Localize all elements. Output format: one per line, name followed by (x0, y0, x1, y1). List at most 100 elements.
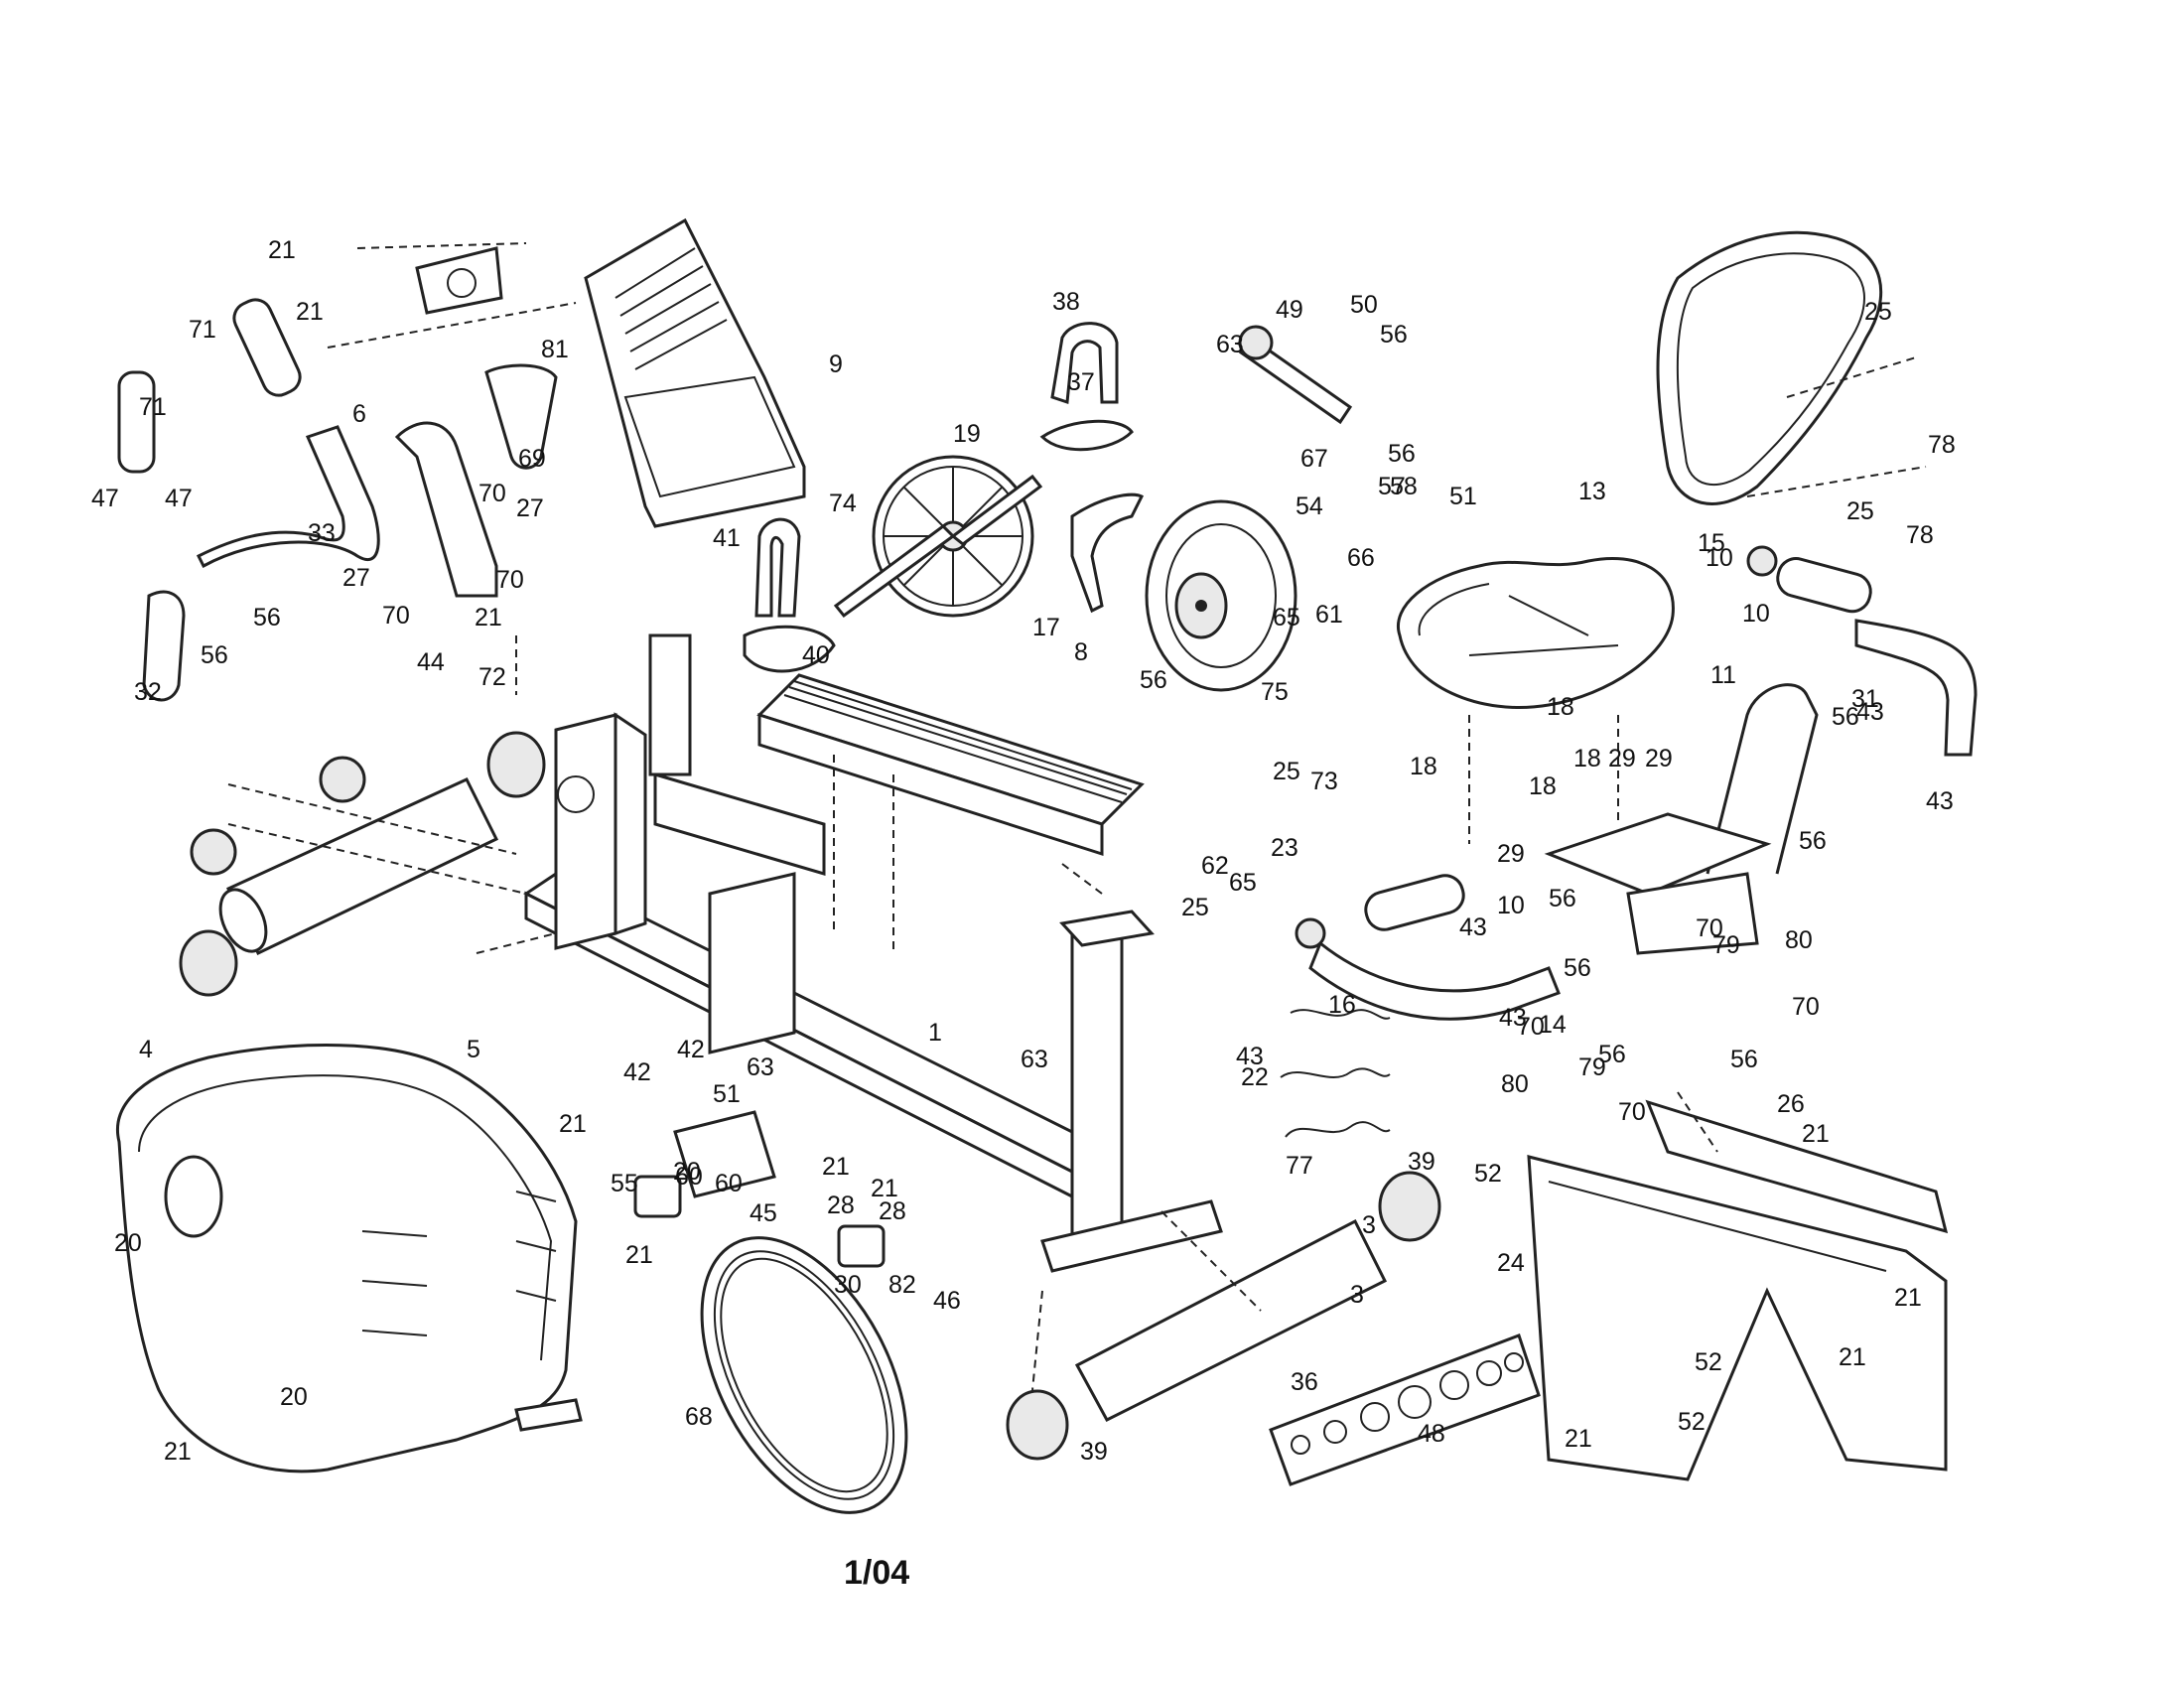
part-label-48: 48 (1418, 1420, 1445, 1448)
left-shroud-part-4-5 (116, 1044, 583, 1474)
part-label-15: 15 (1698, 529, 1725, 557)
part-label-43: 43 (1236, 1043, 1264, 1070)
part-label-56: 56 (1799, 827, 1827, 855)
part-label-61: 61 (1315, 601, 1343, 629)
pedal-part-37 (1039, 419, 1134, 452)
part-label-21: 21 (164, 1438, 192, 1466)
part-label-10: 10 (1742, 600, 1770, 628)
wire-part-16 (1290, 1009, 1391, 1020)
handle-bar-part-31 (1854, 619, 1978, 757)
pedal-strap-part-41 (754, 517, 801, 618)
bracket-plate-part-6 (415, 246, 503, 315)
part-label-40: 40 (802, 641, 830, 669)
part-label-63: 63 (1216, 331, 1244, 358)
water-bottle-holder-part-69 (484, 363, 558, 470)
pedal-strap-part-38 (1050, 322, 1119, 405)
drive-belt-part-68 (700, 1236, 908, 1514)
part-label-29: 29 (1645, 745, 1673, 772)
part-label-25: 25 (1864, 298, 1892, 326)
part-label-30: 30 (834, 1271, 862, 1299)
seat-back-part-13 (1656, 230, 1883, 505)
main-frame-part-1 (523, 633, 1223, 1273)
part-label-51: 51 (713, 1080, 741, 1108)
grip-part-71-right (232, 298, 302, 397)
part-label-45: 45 (750, 1199, 777, 1227)
part-label-71: 71 (189, 316, 216, 344)
part-label-60: 60 (675, 1163, 703, 1191)
motor-part-55 (633, 1175, 682, 1218)
part-label-63: 63 (1021, 1046, 1048, 1073)
part-label-39: 39 (1408, 1148, 1435, 1176)
end-cap-part-42-lower (179, 929, 238, 997)
part-label-63: 63 (747, 1053, 774, 1081)
part-label-26: 26 (1777, 1090, 1805, 1118)
part-label-18: 18 (1547, 693, 1574, 721)
part-label-33: 33 (308, 519, 336, 547)
bearing-kit-part-48 (1269, 1333, 1541, 1486)
part-label-58: 58 (1390, 473, 1418, 500)
part-label-21: 21 (475, 604, 502, 632)
part-label-62: 62 (1201, 852, 1229, 880)
part-label-31: 31 (1851, 685, 1879, 713)
part-label-3: 3 (1350, 1281, 1364, 1309)
part-label-25: 25 (1181, 894, 1209, 921)
part-label-21: 21 (1894, 1284, 1922, 1312)
part-label-73: 73 (1310, 768, 1338, 795)
part-label-10: 10 (1497, 892, 1525, 919)
part-label-27: 27 (342, 564, 370, 592)
part-label-49: 49 (1276, 296, 1303, 324)
wheel-part-75-lower (190, 828, 237, 876)
part-label-78: 78 (1928, 431, 1956, 459)
part-label-79: 79 (1578, 1053, 1606, 1081)
part-label-56: 56 (1598, 1041, 1626, 1068)
part-label-47: 47 (91, 485, 119, 512)
part-label-54: 54 (1296, 492, 1323, 520)
part-label-43: 43 (1459, 913, 1487, 941)
part-label-52: 52 (1678, 1408, 1706, 1436)
part-label-56: 56 (1549, 885, 1576, 912)
part-label-43: 43 (1856, 698, 1884, 726)
part-label-75: 75 (1261, 678, 1289, 706)
part-label-81: 81 (541, 336, 569, 363)
part-label-38: 38 (1052, 288, 1080, 316)
part-label-80: 80 (1785, 926, 1813, 954)
part-label-21: 21 (559, 1110, 587, 1138)
part-label-28: 28 (879, 1197, 906, 1225)
part-label-21: 21 (871, 1175, 898, 1202)
part-label-41: 41 (713, 524, 741, 552)
revision-code: 1/04 (844, 1554, 909, 1592)
part-label-52: 52 (1695, 1348, 1722, 1376)
part-label-52: 52 (1474, 1160, 1502, 1188)
end-cap-part-39-upper (1378, 1171, 1441, 1242)
seat-part-12 (1397, 556, 1675, 710)
part-label-66: 66 (1347, 544, 1375, 572)
part-label-22: 22 (1241, 1063, 1269, 1091)
part-label-69: 69 (518, 445, 546, 473)
end-cap-part-39-lower (1006, 1389, 1069, 1461)
part-label-65: 65 (1229, 869, 1257, 897)
part-label-70: 70 (1792, 993, 1820, 1021)
right-shroud-part-24-26 (1527, 1099, 1949, 1481)
sensor-part-30 (837, 1224, 886, 1268)
part-label-56: 56 (201, 641, 228, 669)
part-label-3: 3 (1362, 1211, 1376, 1239)
part-label-20: 20 (114, 1229, 142, 1257)
end-cap-part-15-lower (1295, 917, 1326, 949)
part-label-23: 23 (1271, 834, 1298, 862)
part-label-56: 56 (1564, 954, 1591, 982)
part-label-20: 20 (280, 1383, 308, 1411)
part-label-11: 11 (1710, 661, 1736, 689)
part-label-29: 29 (1497, 840, 1525, 868)
seat-rail-part-7 (756, 673, 1145, 857)
wire-part-77 (1285, 1121, 1391, 1138)
part-label-21: 21 (822, 1153, 850, 1181)
part-label-8: 8 (1074, 638, 1088, 666)
part-label-10: 10 (1706, 544, 1733, 572)
part-label-21: 21 (268, 236, 296, 264)
part-label-25: 25 (1846, 497, 1874, 525)
part-label-65: 65 (1273, 604, 1300, 632)
part-label-16: 16 (1328, 991, 1356, 1019)
wheel-part-75-upper (319, 756, 366, 803)
bracket-part-45 (673, 1110, 776, 1198)
